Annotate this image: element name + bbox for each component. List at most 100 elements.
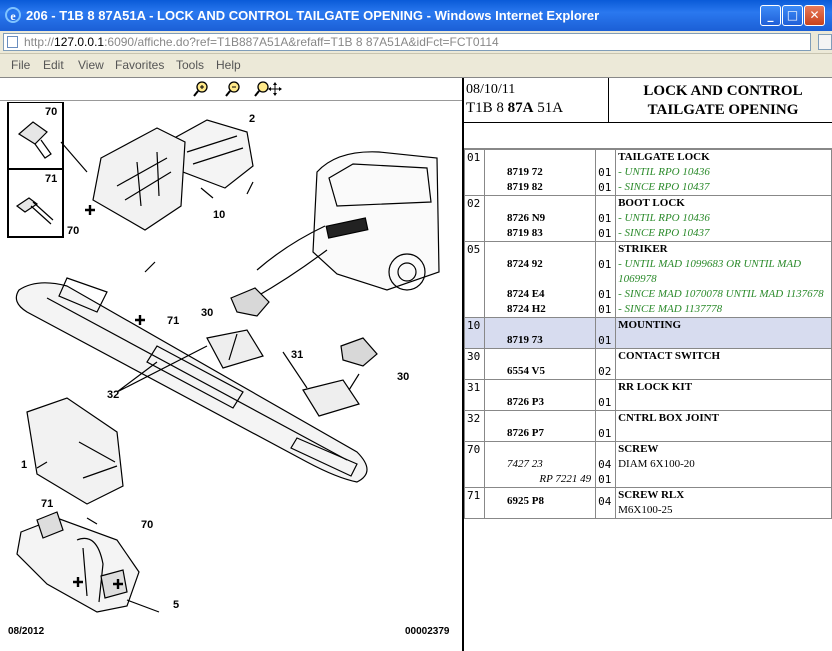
desc-spacer <box>618 364 829 379</box>
quantity-cell: 01 <box>595 379 617 411</box>
replacement-number: RP 7221 49 <box>539 473 592 485</box>
address-input[interactable]: http://127.0.0.1:6090/affiche.do?ref=T1B… <box>3 33 811 51</box>
part-number-link: 8726 N9 <box>506 212 546 224</box>
quantity: 01 <box>598 288 612 301</box>
quantity-cell: 01 <box>595 410 617 442</box>
diagram-code: 00002379 <box>405 626 450 637</box>
menu-help[interactable]: Help <box>216 58 241 72</box>
qty-spacer <box>598 350 613 365</box>
part-number-link: 7427 23 <box>506 458 543 470</box>
callout-2: 2 <box>249 113 255 125</box>
diagram-pane: 70 71 2 70 10 71 30 31 32 30 1 71 70 5 0… <box>0 78 464 651</box>
part-variant: - SINCE MAD 1137778 <box>618 303 723 315</box>
part-index: 01 <box>464 149 485 196</box>
zoom-move-icon[interactable] <box>254 80 282 98</box>
pn-spacer <box>487 243 593 258</box>
part-variant: - UNTIL MAD 1099683 OR UNTIL MAD 1069978 <box>618 258 802 285</box>
quantity: 01 <box>598 473 612 486</box>
part-description: SCREW <box>618 443 659 455</box>
part-description: RR LOCK KIT <box>618 381 693 393</box>
callout-70-inset: 70 <box>45 106 57 118</box>
part-numbers-cell: 6925 P8 <box>483 487 597 519</box>
pn-spacer <box>487 443 593 458</box>
part-numbers-cell: 8726 N9 8719 83 <box>483 195 597 242</box>
callout-71-inset: 71 <box>45 173 57 185</box>
quantity: 01 <box>598 427 612 440</box>
part-index: 71 <box>464 487 485 519</box>
part-description: BOOT LOCK <box>618 197 685 209</box>
callout-70-top: 70 <box>67 225 79 237</box>
close-button[interactable]: ✕ <box>804 5 825 26</box>
address-bar: http://127.0.0.1:6090/affiche.do?ref=T1B… <box>0 31 832 54</box>
part-number-link: 8726 P3 <box>506 396 544 408</box>
callout-1: 1 <box>21 459 27 471</box>
quantity: 01 <box>598 181 612 194</box>
catalog-date: 08/10/11 <box>466 82 516 97</box>
part-description: STRIKER <box>618 243 668 255</box>
callout-10: 10 <box>213 209 225 221</box>
minimize-button[interactable]: _ <box>760 5 781 26</box>
menu-file[interactable]: File <box>11 58 31 72</box>
part-variant: - UNTIL RPO 10436 <box>618 166 710 178</box>
part-number-link: 8719 83 <box>506 227 543 239</box>
page-icon <box>7 36 18 48</box>
desc-spacer <box>618 426 829 441</box>
qty-spacer <box>598 381 613 396</box>
callout-30-right: 30 <box>397 371 409 383</box>
callout-5: 5 <box>173 599 179 611</box>
part-description: SCREW RLX <box>618 489 685 501</box>
quantity: 01 <box>598 303 612 316</box>
part-description: CONTACT SWITCH <box>618 350 721 362</box>
menu-view[interactable]: View <box>78 58 104 72</box>
qty-spacer <box>598 272 613 287</box>
qty-spacer <box>598 412 613 427</box>
zoom-in-icon[interactable] <box>192 80 210 98</box>
quantity: 04 <box>598 458 612 471</box>
quantity-cell: 01 <box>595 317 617 349</box>
quantity: 01 <box>598 166 612 179</box>
menu-edit[interactable]: Edit <box>43 58 64 72</box>
menu-tools[interactable]: Tools <box>176 58 205 72</box>
zoom-out-icon[interactable] <box>224 80 242 98</box>
pn-spacer <box>487 272 593 287</box>
part-variant: - SINCE MAD 1070078 UNTIL MAD 1137678 <box>618 288 824 300</box>
part-description: CNTRL BOX JOINT <box>618 412 719 424</box>
qty-spacer <box>598 151 613 166</box>
part-spec: DIAM 6X100-20 <box>618 458 695 470</box>
qty-spacer <box>598 197 613 212</box>
part-number-link: 8724 H2 <box>506 303 546 315</box>
quantity: 04 <box>598 495 612 508</box>
part-numbers-cell: 6554 V5 <box>483 348 597 380</box>
desc-spacer <box>618 333 829 348</box>
maximize-button[interactable]: □ <box>782 5 803 26</box>
url-prefix: http:// <box>24 35 55 49</box>
part-number-link: 6925 P8 <box>506 495 544 507</box>
menu-favorites[interactable]: Favorites <box>115 58 165 72</box>
url-host: 127.0.0.1 <box>54 35 105 49</box>
callout-31: 31 <box>291 349 303 361</box>
part-description: MOUNTING <box>618 319 682 331</box>
part-description: TAILGATE LOCK <box>618 151 710 163</box>
description-cell: SCREW DIAM 6X100-20 <box>615 441 832 488</box>
address-extra-icon[interactable] <box>818 34 832 50</box>
qty-spacer <box>598 319 613 334</box>
pn-spacer <box>487 319 593 334</box>
zoom-toolbar <box>0 78 462 101</box>
pn-spacer <box>487 381 593 396</box>
